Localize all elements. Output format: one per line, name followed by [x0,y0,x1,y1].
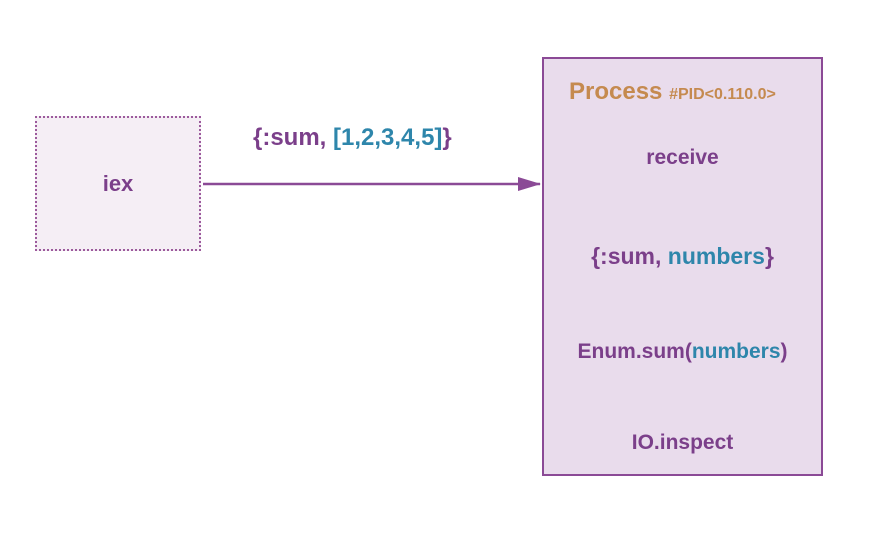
process-box [542,57,823,476]
process-pid: #PID<0.110.0> [669,86,776,103]
step-io-inspect: IO.inspect [631,431,734,454]
iex-box: iex [35,116,201,251]
message-close: } [442,124,452,151]
pattern-open: {:sum, [591,243,668,269]
message-arrow-head [518,177,541,191]
step-pattern: {:sum, numbers} [542,243,823,270]
iex-label: iex [102,170,134,196]
message-label: {:sum, [1,2,3,4,5]} [253,124,452,152]
enum-close: ) [780,340,788,363]
step-receive: receive [646,146,719,169]
pattern-var: numbers [667,243,765,269]
pattern-close: } [764,243,774,269]
process-title: Process #PID<0.110.0> [569,78,776,106]
process-title-text: Process [569,78,663,105]
step-enum-sum: Enum.sum(numbers) [542,340,823,364]
enum-fn: Enum.sum( [577,340,692,363]
message-open: {:sum, [253,124,334,151]
message-list: [1,2,3,4,5] [333,124,443,151]
enum-arg: numbers [691,340,781,363]
